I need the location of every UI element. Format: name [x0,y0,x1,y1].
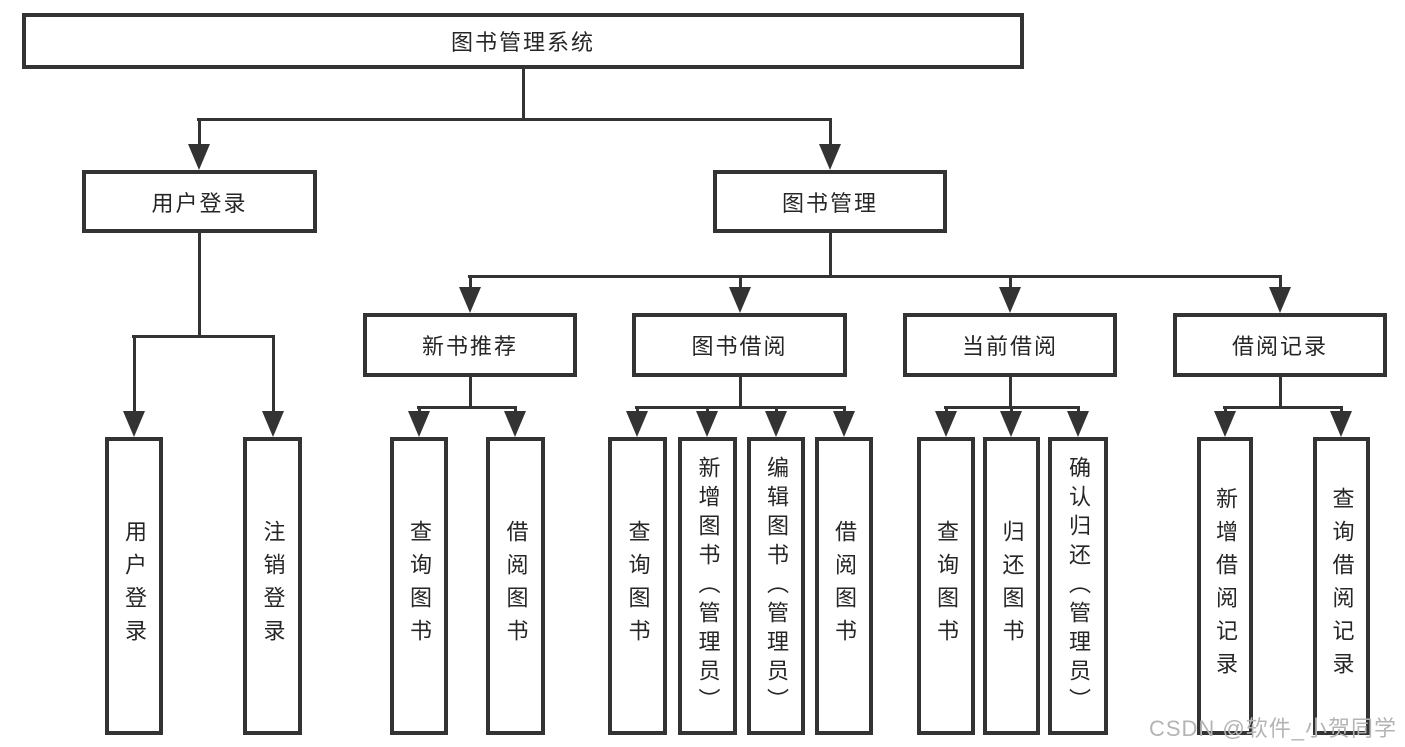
connector-line [522,69,525,121]
arrow-down-icon [408,411,430,437]
arrow-down-icon [1330,411,1352,437]
leaf-label: 确认归还（管理员） [1066,455,1091,717]
node-label: 当前借阅 [961,334,1058,359]
leaf-user-login: 用户登录 [105,437,163,735]
arrow-down-icon [1214,411,1236,437]
connector-line [468,275,1282,278]
leaf-label: 新增图书（管理员） [695,455,721,717]
node-book-borrowing: 图书借阅 [632,313,847,377]
connector-line [133,335,136,419]
leaf-label: 查询图书 [407,520,432,652]
arrow-down-icon [1269,287,1291,313]
node-new-book-recommendation: 新书推荐 [363,313,577,377]
connector-line [417,406,517,409]
connector-line [132,335,275,338]
connector-line [1223,406,1343,409]
leaf-borrow-book: 借阅图书 [815,437,873,735]
leaf-query-borrow-record: 查询借阅记录 [1313,437,1370,735]
leaf-borrow-book-recommend: 借阅图书 [486,437,545,735]
arrow-down-icon [459,287,481,313]
connector-line [1009,275,1012,295]
node-book-management: 图书管理 [713,170,947,233]
connector-line [469,376,472,409]
node-current-borrowing: 当前借阅 [903,313,1117,377]
arrow-down-icon [626,411,648,437]
leaf-query-books-recommend: 查询图书 [390,437,448,735]
connector-line [635,406,846,409]
connector-line [469,275,472,295]
arrow-down-icon [999,287,1021,313]
leaf-add-book-admin: 新增图书（管理员） [678,437,737,735]
arrow-down-icon [1000,411,1022,437]
connector-line [1009,376,1012,409]
connector-line [829,232,832,278]
leaf-return-book: 归还图书 [983,437,1040,735]
leaf-label: 新增借阅记录 [1213,487,1238,685]
arrow-down-icon [819,144,841,170]
connector-line [1279,275,1282,295]
leaf-label: 编辑图书（管理员） [764,455,789,717]
leaf-query-books-borrow: 查询图书 [608,437,667,735]
leaf-label: 查询图书 [625,520,651,652]
leaf-label: 借阅图书 [832,520,857,652]
node-book-management-system: 图书管理系统 [22,13,1024,69]
leaf-label: 用户登录 [122,520,147,652]
arrow-down-icon [696,411,718,437]
connector-line [1279,376,1282,409]
arrow-down-icon [935,411,957,437]
node-label: 图书管理系统 [450,30,595,55]
arrow-down-icon [765,411,787,437]
node-label: 图书借阅 [691,334,788,359]
leaf-label: 归还图书 [999,520,1025,652]
arrow-down-icon [504,411,526,437]
node-label: 新书推荐 [421,334,518,359]
node-label: 图书管理 [781,190,878,216]
node-label: 借阅记录 [1231,334,1328,359]
arrow-down-icon [188,144,210,170]
node-user-login: 用户登录 [82,170,317,233]
leaf-edit-book-admin: 编辑图书（管理员） [747,437,805,735]
arrow-down-icon [123,411,145,437]
arrow-down-icon [262,411,284,437]
leaf-logout: 注销登录 [243,437,302,735]
node-label: 用户登录 [151,190,248,216]
leaf-confirm-return-admin: 确认归还（管理员） [1048,437,1108,735]
connector-line [198,118,201,152]
connector-line [198,232,201,338]
connector-line [829,118,832,152]
leaf-label: 查询图书 [934,520,959,652]
arrow-down-icon [1067,411,1089,437]
leaf-label: 借阅图书 [503,520,529,652]
leaf-label: 注销登录 [260,520,286,652]
arrow-down-icon [729,287,751,313]
node-borrowing-records: 借阅记录 [1173,313,1387,377]
arrow-down-icon [833,411,855,437]
connector-line [739,376,742,409]
leaf-query-books-current: 查询图书 [917,437,975,735]
leaf-add-borrow-record: 新增借阅记录 [1197,437,1253,735]
connector-line [197,118,832,121]
watermark: CSDN @软件_小贺同学 [1148,716,1397,741]
connector-line [739,275,742,295]
leaf-label: 查询借阅记录 [1329,487,1355,685]
connector-line [272,335,275,419]
